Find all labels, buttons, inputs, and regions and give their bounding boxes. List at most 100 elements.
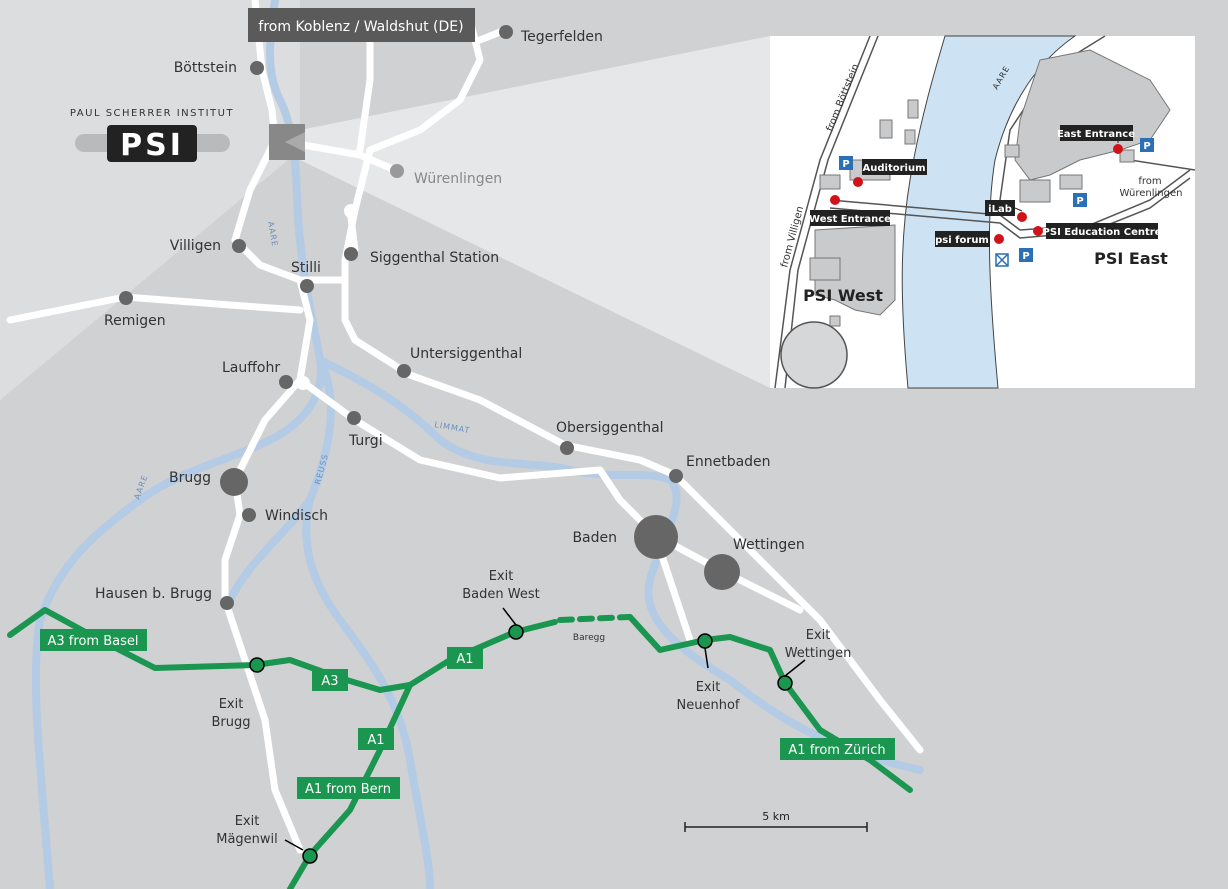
badge-a1-zurich-bg (780, 738, 895, 760)
river-limmat (316, 356, 924, 774)
badge-a3-bg (312, 669, 348, 691)
label-siggenthal: Siggenthal Station (370, 250, 499, 266)
inset-markers (830, 144, 1123, 244)
koblenz-banner-bg (248, 8, 475, 42)
label-exit-maegenwil-1: Exit (235, 814, 260, 829)
inset-parking (839, 138, 1154, 262)
dot-siggenthal (344, 247, 358, 261)
label-remigen: Remigen (104, 313, 166, 329)
dot-wettingen (704, 554, 740, 590)
label-ennetbaden: Ennetbaden (686, 454, 771, 470)
inset-parking-labels: P P P P (842, 141, 1150, 262)
town-dots (119, 25, 740, 610)
label-exit-wettingen-1: Exit (806, 628, 831, 643)
label-obersiggenthal: Obersiggenthal (556, 420, 664, 436)
label-villigen: Villigen (170, 238, 221, 254)
label-exit-baden-west-2: Baden West (462, 587, 539, 602)
inset-callouts (810, 125, 1158, 247)
dot-villigen (232, 239, 246, 253)
marker-ilab (1017, 212, 1027, 222)
callout-psi-forum-bg (935, 231, 990, 247)
label-baden: Baden (572, 530, 617, 546)
dot-ennetbaden (669, 469, 683, 483)
parking-icon-1 (839, 156, 853, 170)
exit-maegenwil-leader (284, 839, 304, 851)
exit-wettingen-leader (784, 659, 806, 677)
highway-labels: A3 from Basel A3 A1 A1 A1 from Bern A1 f… (40, 629, 895, 799)
scale-bar (684, 822, 868, 832)
label-river-aare-north: AARE (266, 221, 279, 248)
exit-leader-lines (284, 607, 806, 851)
badge-a1-a-bg (447, 647, 483, 669)
koblenz-banner: from Koblenz / Waldshut (DE) (258, 19, 463, 35)
label-boettstein: Böttstein (174, 60, 237, 76)
dot-remigen (119, 291, 133, 305)
callout-education-centre-bg (1046, 223, 1158, 239)
label-stilli: Stilli (291, 260, 321, 276)
inset-label-education-centre: PSI Education Centre (1043, 227, 1162, 238)
inset-ring-facility (780, 321, 848, 389)
dot-stilli (300, 279, 314, 293)
marker-auditorium (853, 177, 863, 187)
road-turgi (296, 376, 604, 482)
dot-brugg (220, 468, 248, 496)
scale-bar-label: 5 km (762, 810, 790, 823)
label-exit-neuenhof-1: Exit (696, 680, 721, 695)
inset-label-psi-forum: psi forum (935, 235, 989, 246)
badge-a3-basel-bg (40, 629, 147, 651)
inset-label-auditorium: Auditorium (863, 163, 926, 174)
logo-institute-name: PAUL SCHERRER INSTITUT (70, 108, 234, 119)
river-reuss (302, 356, 434, 889)
dot-windisch (242, 508, 256, 522)
parking-label-4: P (1022, 251, 1029, 262)
river-branch-1 (226, 496, 314, 604)
label-exit-brugg-1: Exit (219, 697, 244, 712)
parking-label-2: P (1143, 141, 1150, 152)
town-labels: Tegerfelden Böttstein Würenlingen Villig… (95, 29, 805, 602)
dot-untersiggenthal (397, 364, 411, 378)
label-exit-baden-west-1: Exit (489, 569, 514, 584)
label-untersiggenthal: Untersiggenthal (410, 346, 522, 362)
inset-label-from-wuerenlingen-2: Würenlingen (1120, 188, 1183, 199)
marker-education-centre (1033, 226, 1043, 236)
dot-tegerfelden (499, 25, 513, 39)
dot-baden (634, 515, 678, 559)
exit-wettingen-marker (777, 675, 793, 691)
psi-logo: PAUL SCHERRER INSTITUT PSI (70, 108, 234, 163)
callout-west-entrance-bg (810, 210, 890, 226)
parking-label-1: P (842, 159, 849, 170)
label-exit-brugg-2: Brugg (211, 715, 250, 730)
callout-auditorium-bg (862, 159, 927, 175)
inset-callout-wedge (300, 36, 770, 388)
inset-buildings-west (814, 224, 896, 316)
parking-icon-4 (1019, 248, 1033, 262)
label-windisch: Windisch (265, 508, 328, 524)
inset-label-west-entrance: West Entrance (809, 214, 891, 225)
inset-label-psi-east: PSI East (1094, 249, 1168, 268)
highway-exits (249, 624, 793, 864)
exit-brugg-marker (249, 657, 265, 673)
junction-white-1 (344, 204, 358, 218)
dot-obersiggenthal (560, 441, 574, 455)
label-lauffohr: Lauffohr (222, 360, 280, 376)
exit-baden-west-leader (502, 607, 517, 626)
inset-label-from-wuerenlingen-1: from (1138, 176, 1161, 187)
road-east-valley (341, 16, 924, 754)
marker-west-entrance (830, 195, 840, 205)
exit-neuenhof-leader (704, 647, 709, 669)
parking-icon-3 (1073, 193, 1087, 207)
badge-a1-b: A1 (367, 733, 384, 748)
inset-buildings (809, 49, 1171, 327)
highway-a1-west (407, 619, 558, 688)
inset-crossing-icon (995, 253, 1009, 267)
callout-ilab-bg (985, 200, 1015, 216)
marker-east-entrance (1113, 144, 1123, 154)
inset-label-ilab: iLab (988, 204, 1012, 215)
label-hausen: Hausen b. Brugg (95, 586, 212, 602)
inset-label-east-entrance: East Entrance (1057, 129, 1135, 140)
dot-turgi (347, 411, 361, 425)
inset-map: AARE from Böttstein from Villigen from W… (770, 35, 1196, 389)
junction-white-2 (296, 376, 310, 390)
logo-mark-box (107, 125, 197, 162)
dot-wuerenlingen (390, 164, 404, 178)
